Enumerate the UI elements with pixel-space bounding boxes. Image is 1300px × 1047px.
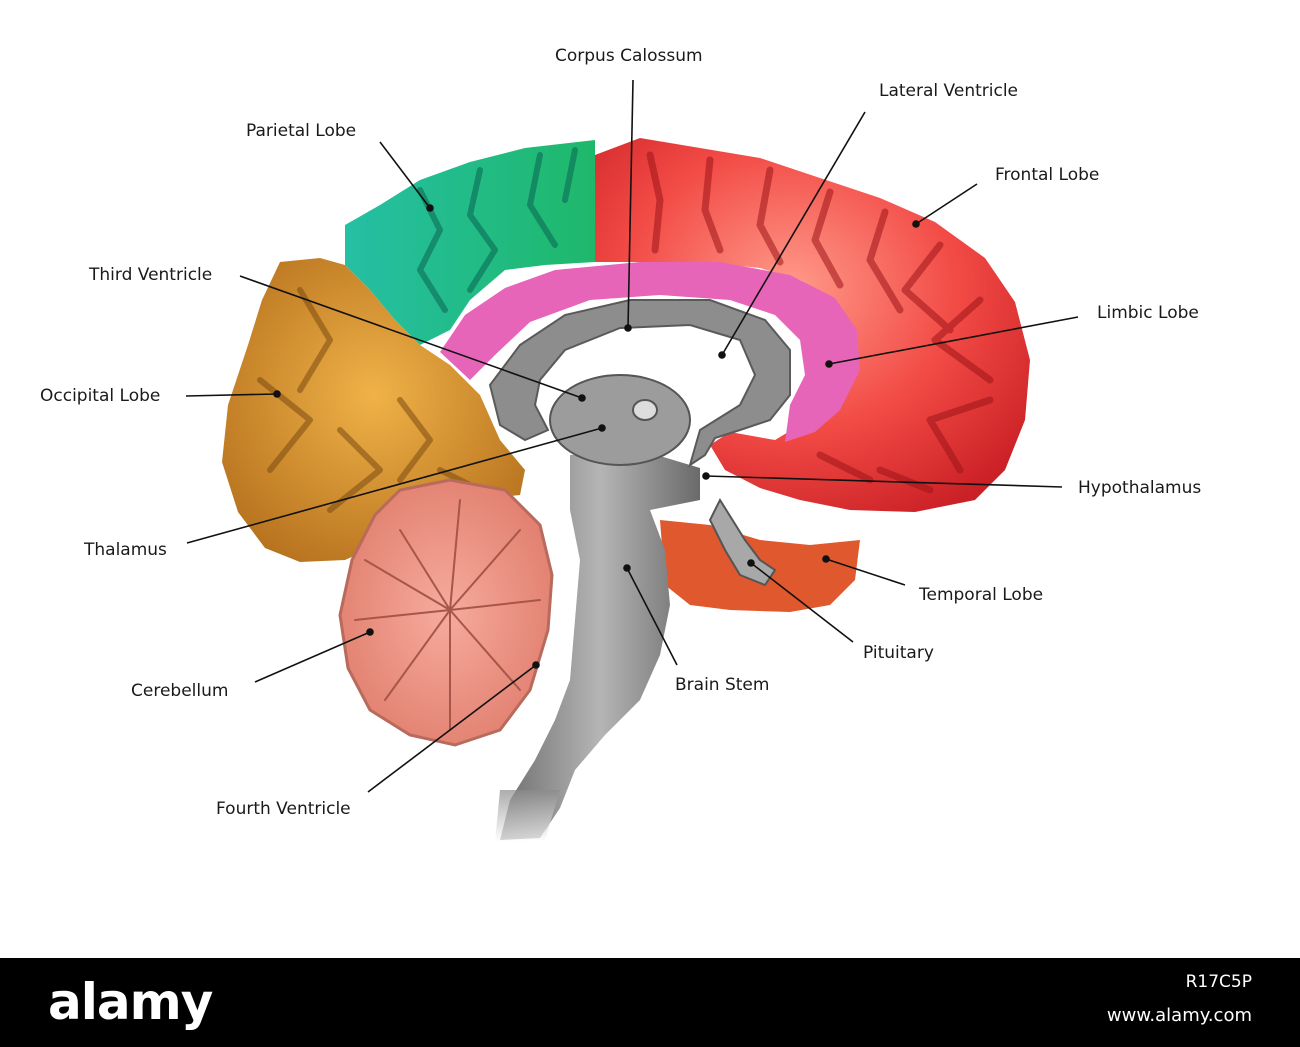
cerebellum-region [338,478,554,747]
label-thalamus: Thalamus [83,540,167,560]
watermark-bar: alamy R17C5P www.alamy.com [0,958,1300,1047]
leader-lines [185,79,1079,793]
cerebellum-leader [254,631,371,683]
label-pituitary: Pituitary [863,643,934,663]
label-cerebellum: Cerebellum [131,681,228,701]
site-url: www.alamy.com [1106,1005,1252,1026]
third-ventricle-leader [239,275,583,399]
thalamus-region [549,374,691,466]
corpus-callosum-region [488,299,791,468]
lateral-ventricle-leader [721,111,866,356]
occipital-lobe-leader [185,393,278,397]
label-limbic-lobe: Limbic Lobe [1097,303,1199,323]
frontal-lobe-leader [915,183,978,225]
brain-stem-leader [626,567,678,666]
fourth-ventricle-leader [367,664,537,793]
image-id: R17C5P [1185,972,1252,992]
frontal-lobe-region [595,138,1030,512]
pituitary-leader [750,562,854,643]
hypothalamus-leader [705,475,1063,488]
label-hypothalamus: Hypothalamus [1078,478,1201,498]
label-fourth-ventricle: Fourth Ventricle [216,799,351,819]
corpus-calossum-leader [627,79,634,329]
label-brain-stem: Brain Stem [675,675,769,695]
brain-stem-region [495,450,700,842]
alamy-logo: alamy [48,973,213,1031]
label-occipital-lobe: Occipital Lobe [40,386,160,406]
limbic-lobe-leader [828,316,1079,365]
parietal-lobe-region [345,140,595,345]
leader-dots [273,204,920,669]
brain-sagittal-diagram: Corpus Calossum Lateral Ventricle Pariet… [40,46,1201,842]
limbic-lobe-region [440,262,860,442]
label-parietal-lobe: Parietal Lobe [246,121,356,141]
label-lateral-ventricle: Lateral Ventricle [879,81,1018,101]
parietal-lobe-leader [379,141,431,209]
label-frontal-lobe: Frontal Lobe [995,165,1099,185]
pituitary-region [708,497,777,587]
labels: Corpus Calossum Lateral Ventricle Pariet… [40,46,1201,819]
label-third-ventricle: Third Ventricle [88,265,212,285]
temporal-lobe-leader [825,558,906,586]
label-corpus-calossum: Corpus Calossum [555,46,703,66]
label-temporal-lobe: Temporal Lobe [918,585,1043,605]
thalamus-leader [186,427,603,544]
